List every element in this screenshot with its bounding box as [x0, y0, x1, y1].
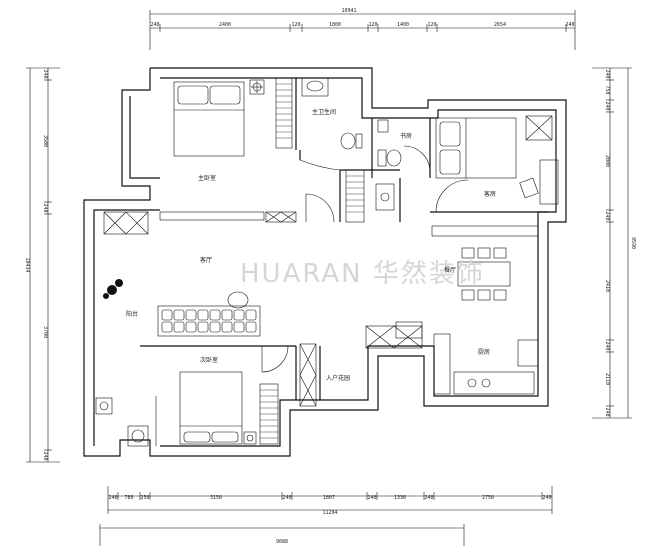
- bottom-seg-5: 240: [282, 495, 291, 501]
- top-seg-8: 2654: [494, 22, 506, 28]
- top-seg-9: 240: [565, 22, 574, 28]
- bottom-seg-3: 250: [140, 495, 149, 501]
- top-seg-6: 1400: [397, 22, 409, 28]
- interior-walls: [140, 78, 548, 400]
- guest-bed: [435, 117, 559, 205]
- door-swings: [261, 145, 469, 373]
- top-seg-2: 2400: [219, 22, 231, 28]
- room-label-kitchen: 厨房: [478, 348, 490, 356]
- room-label-living: 客厅: [200, 256, 212, 264]
- bottom-seg-1: 240: [108, 495, 117, 501]
- exterior-walls: [83, 67, 567, 457]
- top-dimension-chain: 10941 240 2400 120 1800 120 1400 120 265…: [149, 8, 576, 50]
- master-bed: [173, 79, 265, 157]
- bottom-seg-6: 1807: [323, 495, 335, 501]
- top-total-label: 10941: [341, 8, 356, 14]
- second-bed: [179, 371, 257, 445]
- bottom-seg-2: 780: [124, 495, 133, 501]
- top-seg-3: 120: [291, 22, 300, 28]
- room-label-second-bedroom: 次卧室: [200, 356, 218, 364]
- kitchen-fixtures: [395, 321, 539, 395]
- room-label-balcony: 阳台: [126, 310, 138, 318]
- left-seg-4: 3700: [42, 326, 48, 338]
- room-label-study: 书房: [400, 132, 412, 140]
- study-fixtures: [375, 119, 402, 211]
- bottom-total-2: 9088: [276, 539, 288, 545]
- right-seg-6: 2410: [604, 280, 610, 292]
- room-label-master-bedroom: 主卧室: [198, 174, 216, 182]
- left-seg-2: 3500: [42, 135, 48, 147]
- bottom-seg-4: 3150: [210, 495, 222, 501]
- left-seg-1: 240: [42, 69, 48, 78]
- room-label-master-bath: 主卫生间: [312, 108, 336, 116]
- right-seg-8: 2110: [604, 373, 610, 385]
- left-seg-5: 240: [42, 451, 48, 460]
- right-seg-1: 240: [604, 69, 610, 78]
- right-dimension-chain: 9590 240 750 240 2000 240 2410 240 2110 …: [592, 67, 636, 419]
- right-seg-4: 2000: [604, 155, 610, 167]
- top-seg-7: 120: [427, 22, 436, 28]
- plant: [103, 279, 123, 299]
- bottom-seg-9: 240: [424, 495, 433, 501]
- watermark: HUARAN 华然装饰: [240, 259, 485, 289]
- left-dimension-chain: 10434 240 3500 240 3700 240: [24, 67, 60, 463]
- right-seg-5: 240: [604, 211, 610, 220]
- right-seg-9: 240: [604, 407, 610, 416]
- top-seg-5: 120: [368, 22, 377, 28]
- master-bath-fixtures: [299, 77, 363, 171]
- room-label-dining: 餐厅: [444, 266, 456, 274]
- right-seg-7: 240: [604, 341, 610, 350]
- balcony-fixtures: [95, 396, 157, 447]
- room-label-guest: 客房: [484, 190, 496, 198]
- bottom-seg-11: 240: [542, 495, 551, 501]
- bottom-seg-10: 2750: [482, 495, 494, 501]
- right-total-label: 9590: [630, 237, 636, 249]
- wardrobes: [259, 77, 365, 445]
- bottom-dimension-chain: 240 780 250 3150 240 1807 240 1336 240 2…: [99, 486, 553, 546]
- bottom-seg-8: 1336: [394, 495, 406, 501]
- left-seg-3: 240: [42, 203, 48, 212]
- right-seg-2: 750: [604, 85, 610, 94]
- bottom-seg-7: 240: [367, 495, 376, 501]
- left-total-label: 10434: [24, 257, 30, 272]
- room-label-entrance: 入户花园: [326, 374, 350, 382]
- bottom-total-1: 11294: [322, 510, 337, 516]
- right-seg-3: 240: [604, 101, 610, 110]
- top-seg-4: 1800: [329, 22, 341, 28]
- sofa: [157, 291, 261, 337]
- top-seg-1: 240: [150, 22, 159, 28]
- dining-set: [457, 247, 511, 301]
- storage-cabinets: [103, 115, 553, 349]
